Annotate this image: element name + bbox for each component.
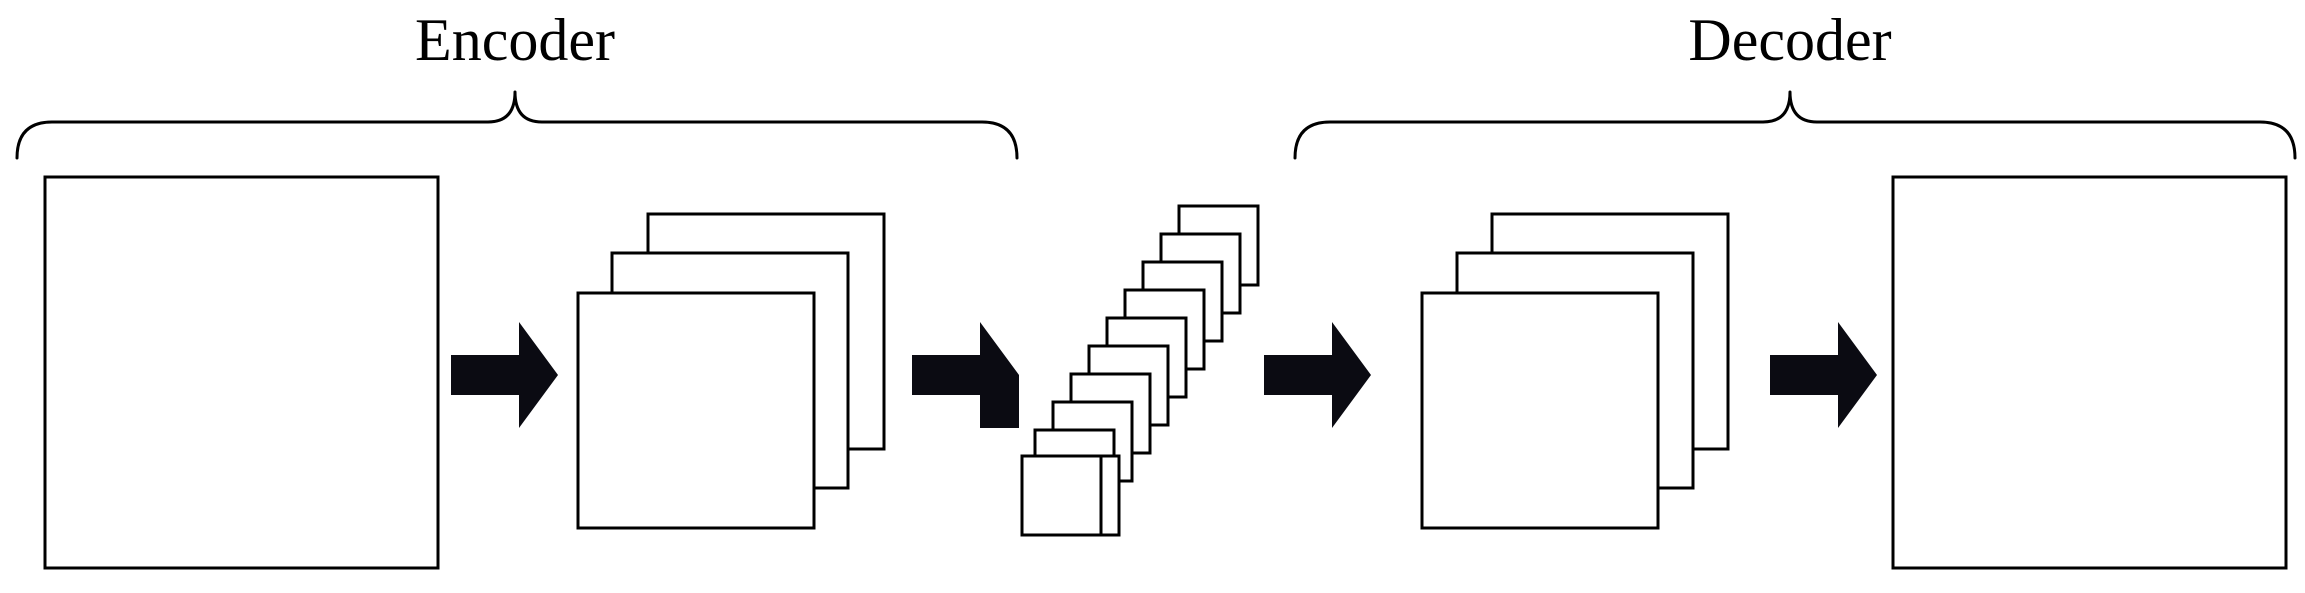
right-arrow-icon [451, 322, 558, 428]
input-image [43, 175, 440, 570]
latent-code [1020, 204, 1260, 537]
encoder-label: Encoder [415, 7, 615, 73]
encoder-feature-maps [576, 212, 886, 530]
output-image-box [1891, 175, 2288, 570]
output-image [1891, 175, 2288, 570]
decoder-brace-icon [1293, 90, 2297, 160]
decoder-feature-maps [1420, 212, 1730, 530]
feature-map [576, 291, 816, 530]
right-arrow-icon [1770, 322, 1877, 428]
right-arrow-icon [1264, 322, 1371, 428]
feature-map [1420, 291, 1660, 530]
encoder-brace-icon [15, 90, 1019, 160]
latent-map [1020, 454, 1103, 537]
decoder-label: Decoder [1688, 7, 1891, 73]
input-image-box [43, 175, 440, 570]
right-arrow-icon [912, 322, 1019, 428]
